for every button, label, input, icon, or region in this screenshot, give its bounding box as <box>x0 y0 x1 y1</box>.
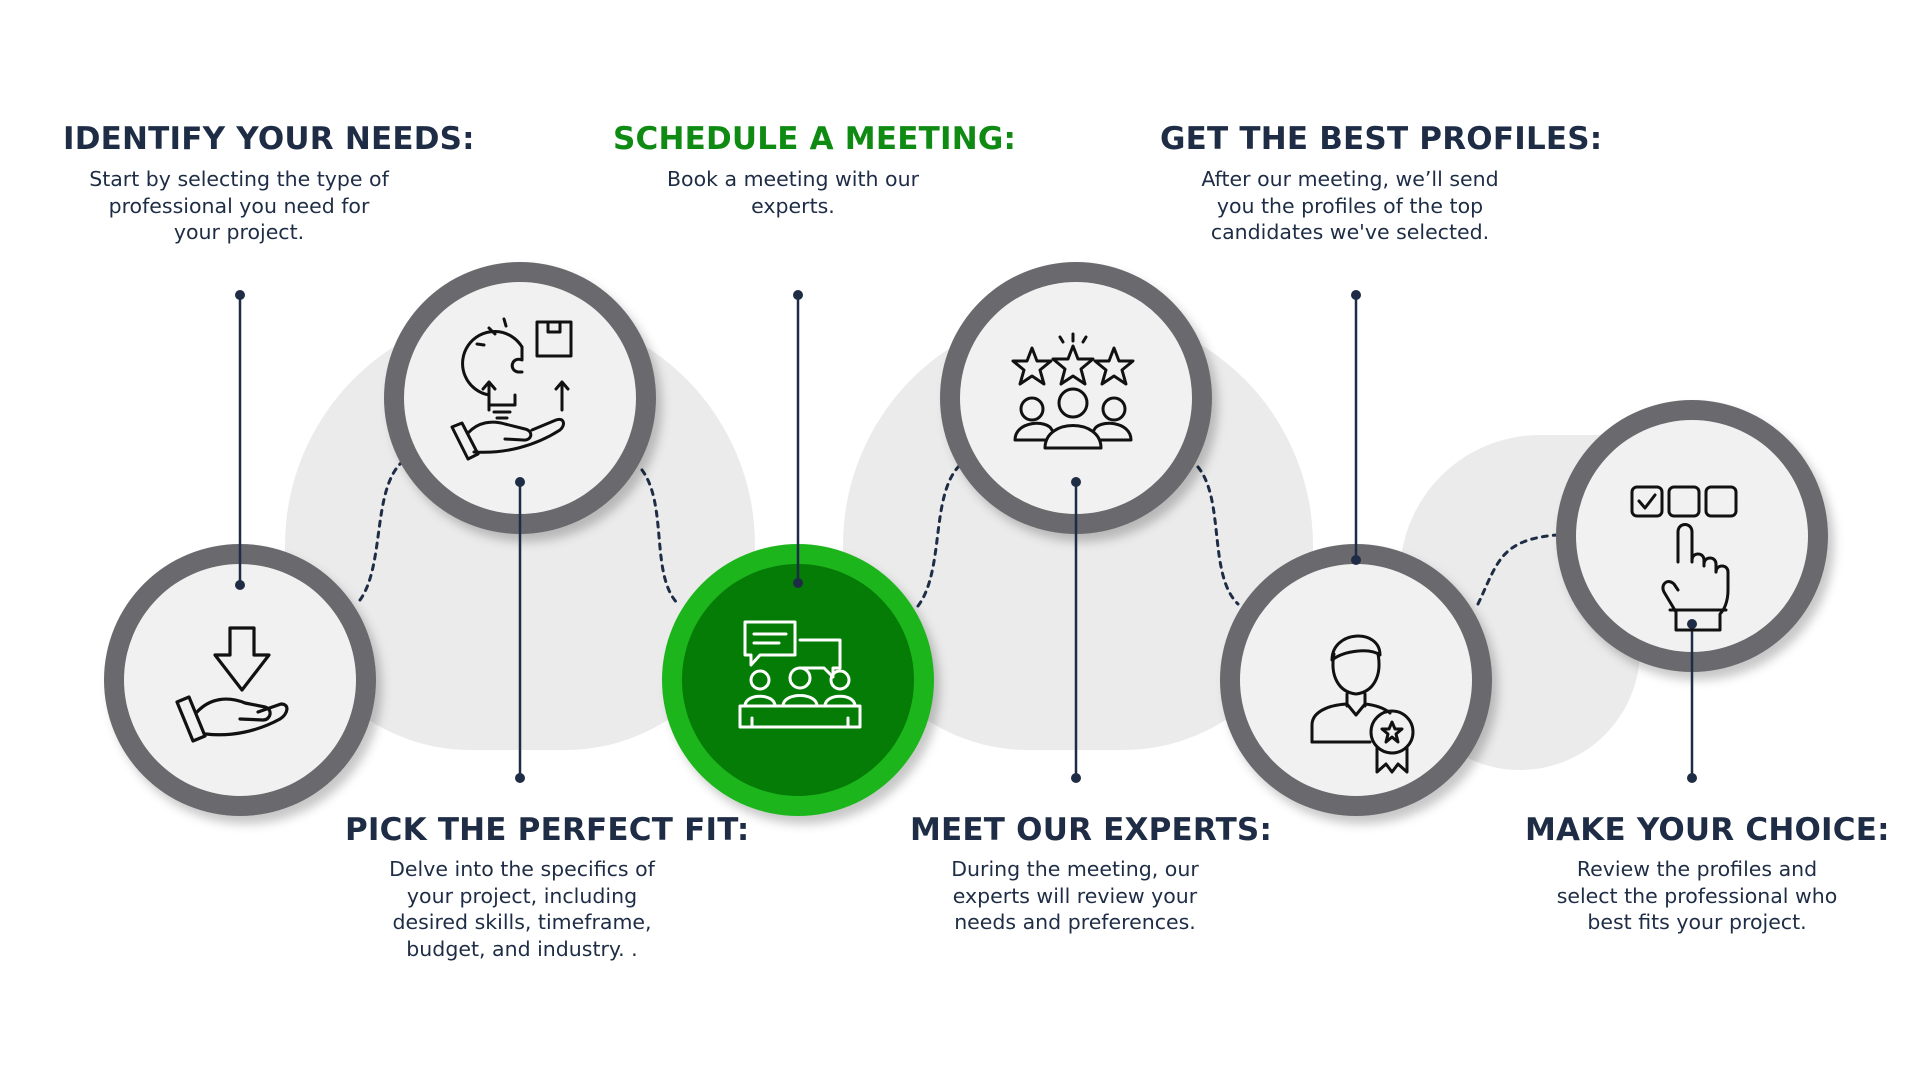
person-award-badge-icon <box>1310 634 1415 774</box>
leader-dot-schedule-bottom <box>793 578 803 588</box>
step-circle-schedule <box>662 544 934 816</box>
leader-line-profiles <box>1351 290 1361 565</box>
leader-dot-pick-bottom <box>515 773 525 783</box>
leader-lines <box>235 290 1697 783</box>
leader-line-identify <box>235 290 245 590</box>
leader-dot-schedule-top <box>793 290 803 300</box>
connector-1-2 <box>358 460 404 602</box>
step-disc-meet <box>960 282 1192 514</box>
leader-line-schedule <box>793 290 803 588</box>
step-description-pick: Delve into the specifics of your project… <box>389 857 655 961</box>
step-circle-pick <box>384 262 656 534</box>
step-title-identify: IDENTIFY YOUR NEEDS: <box>63 121 475 157</box>
step-description-profiles: After our meeting, we’ll send you the pr… <box>1201 167 1499 244</box>
connector-2-3 <box>640 468 680 606</box>
step-circle-meet <box>940 262 1212 534</box>
leader-dot-pick-top <box>515 477 525 487</box>
step-description-choice: Review the profiles and select the profe… <box>1556 857 1838 934</box>
step-circle-profiles <box>1220 544 1492 816</box>
connector-4-5 <box>1196 465 1240 606</box>
finger-select-checkbox-icon <box>1630 485 1738 632</box>
leader-dot-profiles-bottom <box>1351 555 1361 565</box>
leader-line-meet <box>1071 477 1081 783</box>
leader-dot-profiles-top <box>1351 290 1361 300</box>
step-icons <box>175 317 1738 774</box>
step-disc-pick <box>404 282 636 514</box>
leader-line-pick <box>515 477 525 783</box>
leader-dot-identify-bottom <box>235 580 245 590</box>
step-title-meet: MEET OUR EXPERTS: <box>910 812 1273 848</box>
dashed-connectors <box>358 460 1580 608</box>
leader-dot-choice-bottom <box>1687 773 1697 783</box>
leader-line-choice <box>1687 619 1697 783</box>
leader-dot-meet-top <box>1071 477 1081 487</box>
step-disc-schedule <box>682 564 914 796</box>
step-circles <box>104 262 1828 816</box>
step-description-identify: Start by selecting the type of professio… <box>89 167 389 244</box>
lightbulb-puzzle-hand-icon <box>450 317 573 461</box>
connector-3-4 <box>916 463 962 608</box>
step-title-schedule: SCHEDULE A MEETING: <box>613 121 1017 157</box>
rated-team-stars-icon <box>1011 332 1135 450</box>
step-disc-profiles <box>1240 564 1472 796</box>
leader-dot-choice-top <box>1687 619 1697 629</box>
hand-receive-arrow-icon <box>175 626 289 743</box>
leader-dot-meet-bottom <box>1071 773 1081 783</box>
step-description-meet: During the meeting, our experts will rev… <box>951 857 1199 934</box>
step-title-pick: PICK THE PERFECT FIT: <box>345 812 750 848</box>
leader-dot-identify-top <box>235 290 245 300</box>
step-circle-identify <box>104 544 376 816</box>
step-title-choice: MAKE YOUR CHOICE: <box>1525 812 1890 848</box>
step-title-profiles: GET THE BEST PROFILES: <box>1160 121 1603 157</box>
step-disc-identify <box>124 564 356 796</box>
connector-5-6 <box>1476 532 1580 606</box>
step-description-schedule: Book a meeting with our experts. <box>666 167 920 218</box>
team-meeting-chat-icon <box>738 620 862 729</box>
